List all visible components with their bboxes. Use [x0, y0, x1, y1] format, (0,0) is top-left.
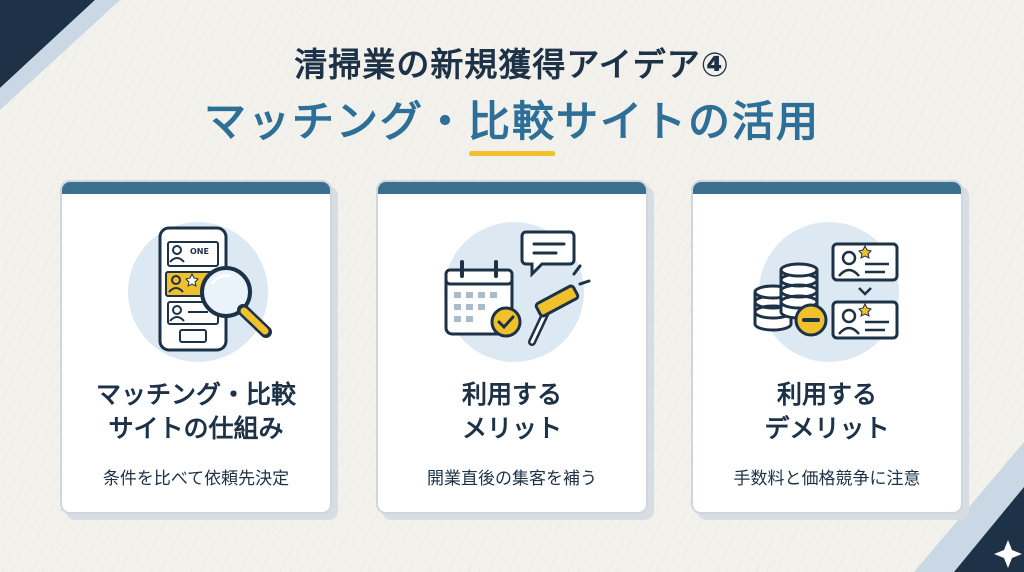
card-demerits: 利用する デメリット 手数料と価格競争に注意 [691, 180, 963, 514]
phone-magnifier-icon: ONE [158, 226, 272, 352]
card-merits: 利用する メリット 開業直後の集客を補う [376, 180, 648, 514]
card-description: 手数料と価格競争に注意 [733, 469, 921, 489]
card-heading: マッチング・比較 サイトの仕組み [95, 380, 296, 443]
card-top-bar [62, 182, 330, 194]
page-title: マッチング・比較サイトの活用 [203, 97, 820, 146]
calendar-squeegee-icon [444, 230, 591, 346]
card-top-bar [693, 182, 961, 194]
title-divider [469, 151, 555, 156]
card-description: 開業直後の集客を補う [427, 469, 597, 489]
top-left-corner-decoration [0, 0, 120, 110]
card-matching-mechanism: ONE マッチング・比較 サイトの仕組み 条件を比べて依頼先決定 [60, 180, 332, 514]
card-heading: 利用する デメリット [764, 380, 890, 443]
coins-minus-profile-icon [753, 242, 899, 340]
sparkle-icon [994, 540, 1022, 568]
page-subtitle: 清掃業の新規獲得アイデア④ [294, 45, 730, 84]
card-description: 条件を比べて依頼先決定 [102, 469, 290, 489]
svg-text:ONE: ONE [190, 247, 209, 256]
card-heading: 利用する メリット [461, 380, 562, 443]
bottom-right-corner-decoration [914, 442, 1024, 572]
card-top-bar [378, 182, 646, 194]
